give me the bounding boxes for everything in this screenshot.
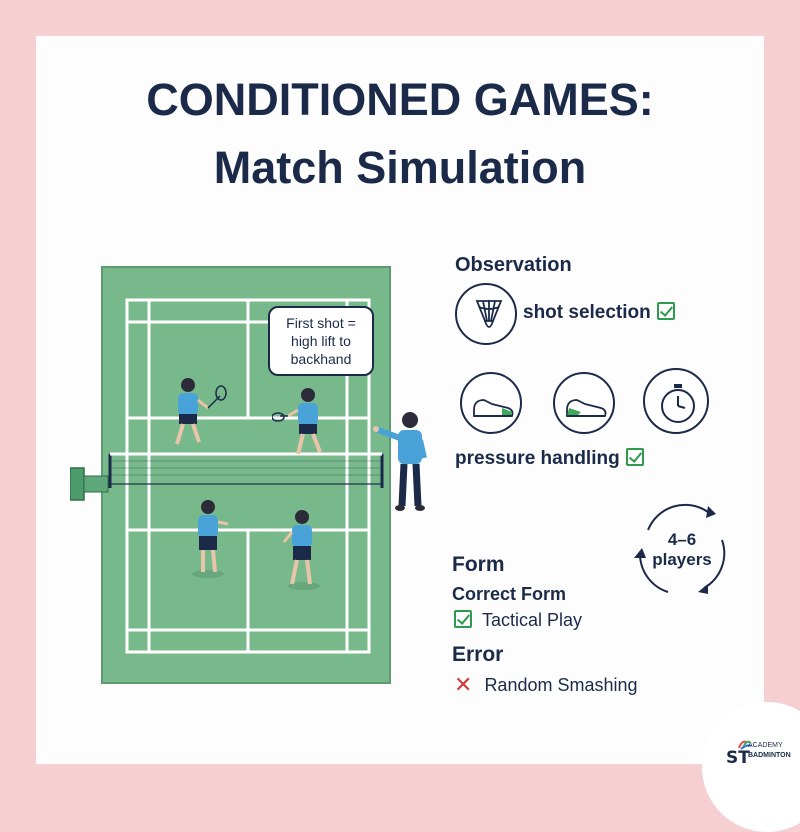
form-heading: Form <box>452 553 505 576</box>
check-icon <box>656 302 675 320</box>
sneaker-icon <box>553 372 615 434</box>
tactical-play-item: Tactical Play <box>454 610 582 631</box>
first-shot-callout: First shot = high lift to backhand <box>268 306 374 376</box>
error-heading: Error <box>452 643 504 666</box>
title-line-1: CONDITIONED GAMES: <box>146 74 654 125</box>
stopwatch-icon <box>643 368 709 434</box>
player-icon <box>282 510 320 590</box>
correct-form-heading: Correct Form <box>452 584 567 604</box>
callout-line-1: First shot = <box>286 315 356 331</box>
player-icon <box>175 378 227 445</box>
logo-mark-icon <box>738 740 752 750</box>
random-smashing-label: Random Smashing <box>484 675 638 695</box>
shot-selection-item: shot selection <box>523 302 675 324</box>
player-icon <box>192 500 229 578</box>
players-count-badge: 4–6 players <box>628 496 736 604</box>
shuttlecock-icon <box>455 283 517 345</box>
logo-badminton: BADMINTON <box>748 752 791 759</box>
sneaker-icon <box>460 372 522 434</box>
pressure-handling-item: pressure handling <box>455 448 644 470</box>
pressure-handling-label: pressure handling <box>455 448 620 469</box>
random-smashing-item: ✕ Random Smashing <box>454 672 638 698</box>
players-count: 4–6 <box>667 530 697 549</box>
observation-heading: Observation <box>455 254 572 276</box>
callout-line-3: backhand <box>290 351 352 367</box>
shot-selection-label: shot selection <box>523 302 651 323</box>
check-icon <box>625 448 644 466</box>
cycle-arrows-icon <box>634 503 726 594</box>
logo-st: ST <box>726 748 750 768</box>
x-mark-icon: ✕ <box>454 672 473 697</box>
player-icon <box>272 388 322 455</box>
net <box>70 452 384 501</box>
logo-academy: ACADEMY <box>748 742 783 749</box>
players-label: players <box>652 550 712 569</box>
coach-icon <box>373 412 427 511</box>
tactical-play-label: Tactical Play <box>482 610 583 630</box>
check-icon <box>454 610 472 628</box>
callout-line-2: high lift to <box>291 333 351 349</box>
title-line-2: Match Simulation <box>213 142 587 193</box>
